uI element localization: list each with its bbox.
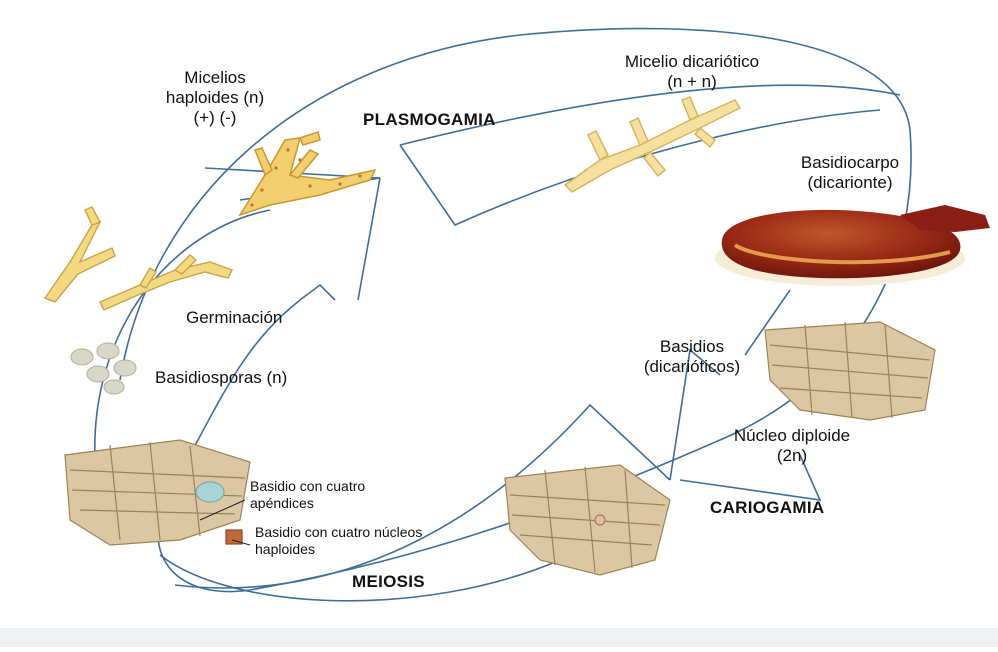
germinating-hyphae-illustration — [45, 207, 232, 310]
inner-arc — [95, 210, 270, 460]
nucleo-line2: (2n) — [712, 446, 872, 466]
dikaryotic-mycelium-illustration — [565, 97, 740, 192]
nucleo-diploide-label: Núcleo diploide (2n) — [712, 426, 872, 466]
basidia-tissue-center — [505, 465, 670, 575]
basidio-apendices-line2: apéndices — [250, 495, 365, 512]
micelio-dicariotico-line2: (n + n) — [592, 72, 792, 92]
basidio-apendices-label: Basidio con cuatro apéndices — [250, 478, 365, 512]
basidiosporas-label: Basidiosporas (n) — [155, 368, 287, 388]
basidio-nucleos-line1: Basidio con cuatro núcleos — [255, 524, 422, 541]
basidiocarp-illustration — [715, 205, 990, 286]
micelios-line2: haploides (n) — [145, 88, 285, 108]
bottom-band — [0, 628, 998, 647]
basidia-tissue-right — [765, 322, 935, 420]
micelios-line3: (+) (-) — [145, 108, 285, 128]
germinacion-label: Germinación — [186, 308, 282, 328]
micelios-arrow-2 — [358, 178, 380, 300]
cariogamia-label: CARIOGAMIA — [710, 498, 824, 518]
basidio-apendices-line1: Basidio con cuatro — [250, 478, 365, 495]
basidio-nucleos-line2: haploides — [255, 541, 422, 558]
basidiocarpo-line1: Basidiocarpo — [770, 153, 930, 173]
basidiocarpo-line2: (dicarionte) — [770, 173, 930, 193]
basidios-label: Basidios (dicarióticos) — [622, 337, 762, 377]
basidio-nucleos-label: Basidio con cuatro núcleos haploides — [255, 524, 422, 558]
basidia-tissue-left — [65, 440, 250, 545]
micelios-line1: Micelios — [145, 68, 285, 88]
basidiocarpo-label: Basidiocarpo (dicarionte) — [770, 153, 930, 193]
micelio-dicariotico-line1: Micelio dicariótico — [592, 52, 792, 72]
meiosis-label: MEIOSIS — [352, 572, 425, 592]
basidios-line1: Basidios — [622, 337, 762, 357]
basidios-line2: (dicarióticos) — [622, 357, 762, 377]
micelios-haploides-label: Micelios haploides (n) (+) (-) — [145, 68, 285, 128]
plasmogamia-label: PLASMOGAMIA — [363, 110, 496, 130]
micelio-dicariotico-label: Micelio dicariótico (n + n) — [592, 52, 792, 92]
nucleo-line1: Núcleo diploide — [712, 426, 872, 446]
